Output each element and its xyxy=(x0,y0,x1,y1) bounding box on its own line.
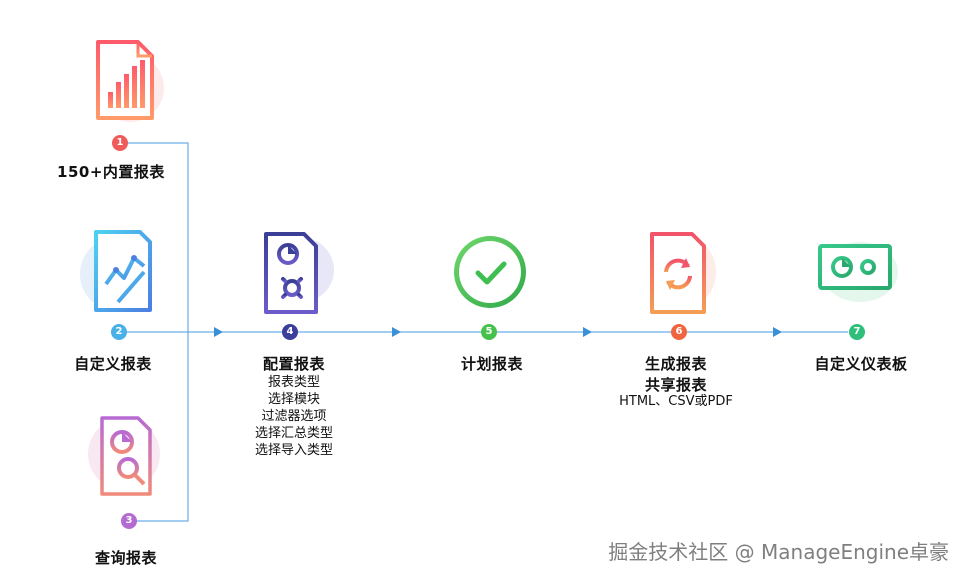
step-3-label: 查询报表 xyxy=(94,549,157,567)
arrow-3 xyxy=(583,327,592,337)
step-1-badge: 1 xyxy=(112,135,128,151)
arrow-1 xyxy=(214,327,223,337)
step-4-detail-5: 选择导入类型 xyxy=(254,443,333,458)
step-4-detail-1: 报表类型 xyxy=(267,375,320,390)
step-6-label: 生成报表 xyxy=(644,355,707,373)
step-6-label-2: 共享报表 xyxy=(644,376,707,394)
step-1-label: 150+内置报表 xyxy=(57,163,165,181)
step-4-detail-3: 过滤器选项 xyxy=(261,409,327,424)
bar-report-icon xyxy=(96,40,164,122)
step-4-badge: 4 xyxy=(282,324,298,340)
step-7-badge: 7 xyxy=(849,324,865,340)
step-2-badge: 2 xyxy=(111,324,127,340)
search-report-icon xyxy=(88,416,160,496)
step-4-detail-2: 选择模块 xyxy=(267,392,320,407)
step-3-badge: 3 xyxy=(121,513,137,529)
step-6-detail-1: HTML、CSV或PDF xyxy=(619,394,733,409)
step-5-badge: 5 xyxy=(481,324,497,340)
watermark: 掘金技术社区 @ ManageEngine卓豪 xyxy=(608,540,949,564)
dashboard-icon xyxy=(818,242,898,302)
config-report-icon xyxy=(264,232,334,314)
step-4-detail-4: 选择汇总类型 xyxy=(254,426,333,441)
refresh-report-icon xyxy=(650,232,716,314)
step-6-badge: 6 xyxy=(671,324,687,340)
step-4-label: 配置报表 xyxy=(262,355,325,373)
line-report-icon xyxy=(80,230,152,312)
step-7-label: 自定义仪表板 xyxy=(814,355,908,373)
arrow-4 xyxy=(773,327,782,337)
check-circle-icon xyxy=(454,236,526,308)
arrow-2 xyxy=(392,327,401,337)
step-2-label: 自定义报表 xyxy=(74,355,152,373)
step-5-label: 计划报表 xyxy=(460,355,523,373)
